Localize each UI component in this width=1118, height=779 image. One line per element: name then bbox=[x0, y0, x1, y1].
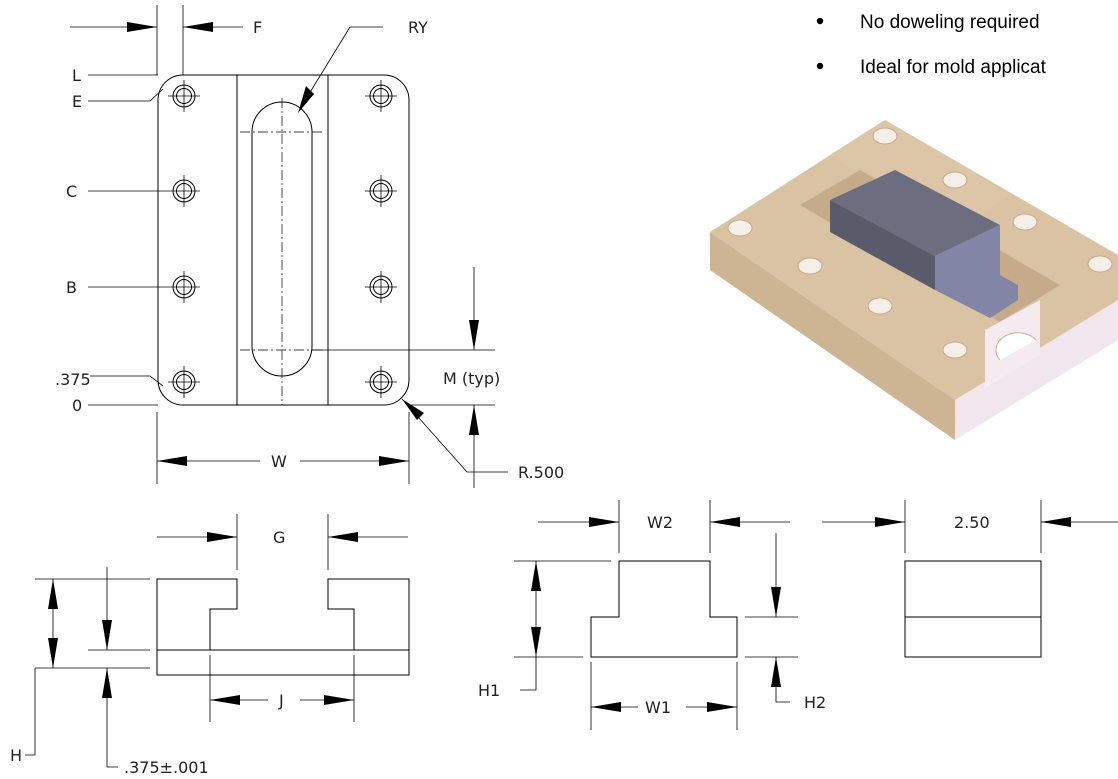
label-W1: W1 bbox=[645, 698, 671, 717]
counterbore-hole bbox=[168, 366, 200, 398]
label-J: J bbox=[278, 691, 284, 710]
bullet-no-doweling: No doweling required bbox=[860, 12, 1040, 33]
feature-bullets: No doweling required Ideal for mold appl… bbox=[816, 12, 1047, 78]
top-view bbox=[157, 74, 410, 406]
dim-M: M (typ) bbox=[312, 267, 500, 488]
counterbore-hole bbox=[365, 175, 397, 207]
label-H2: H2 bbox=[804, 693, 826, 712]
render-hole bbox=[1087, 255, 1113, 273]
dim-H2: H2 bbox=[745, 533, 826, 712]
dim-W2: W2 bbox=[538, 500, 790, 553]
label-B: B bbox=[66, 278, 77, 297]
counterbore-hole bbox=[365, 271, 397, 303]
dim-W: W bbox=[156, 412, 410, 484]
bullet-dot bbox=[816, 62, 824, 70]
isometric-render bbox=[710, 120, 1118, 440]
label-M: M (typ) bbox=[443, 369, 500, 388]
label-F: F bbox=[253, 18, 262, 37]
dim-W1: W1 bbox=[590, 662, 738, 730]
render-hole bbox=[872, 127, 898, 145]
bullet-mold-application: Ideal for mold applicat bbox=[860, 57, 1047, 78]
counterbore-hole bbox=[168, 271, 200, 303]
label-tolerance: .375±.001 bbox=[124, 758, 209, 777]
render-hole bbox=[867, 297, 893, 315]
tkey-left bbox=[830, 200, 935, 290]
label-G: G bbox=[273, 528, 285, 547]
dim-RY: RY bbox=[298, 18, 428, 113]
render-hole bbox=[942, 341, 968, 359]
label-2-50: 2.50 bbox=[954, 513, 990, 532]
label-H: H bbox=[10, 746, 22, 765]
render-hole bbox=[797, 257, 823, 275]
counterbore-hole bbox=[365, 80, 397, 112]
dim-J: J bbox=[209, 655, 355, 722]
dim-H1: H1 bbox=[478, 560, 611, 700]
counterbore-hole bbox=[365, 366, 397, 398]
base-front-face bbox=[955, 300, 1118, 440]
label-C: C bbox=[66, 182, 77, 201]
dim-G: G bbox=[157, 514, 408, 570]
label-R500: R.500 bbox=[518, 463, 564, 482]
mounting-holes bbox=[168, 80, 397, 398]
dim-H: H .375±.001 bbox=[10, 567, 209, 777]
dim-R500: R.500 bbox=[401, 398, 564, 482]
tkey-top bbox=[830, 170, 1000, 256]
label-W2: W2 bbox=[647, 513, 673, 532]
side-view-outline bbox=[904, 560, 1042, 658]
back-rail-top bbox=[830, 120, 1010, 232]
label-H1: H1 bbox=[478, 681, 500, 700]
side-view bbox=[904, 560, 1042, 658]
render-hole bbox=[1012, 213, 1038, 231]
slotted-hole bbox=[251, 101, 313, 377]
base-left-face bbox=[710, 232, 955, 440]
label-L: L bbox=[72, 66, 81, 85]
dim-2-50: 2.50 bbox=[822, 500, 1118, 553]
front-view-outline bbox=[156, 578, 410, 676]
notch-arc bbox=[995, 332, 1037, 361]
render-hole bbox=[942, 171, 968, 189]
dim-F: F bbox=[70, 5, 262, 75]
left-position-labels: L E C B .375 0 bbox=[55, 66, 168, 415]
tkey-front bbox=[935, 225, 1018, 318]
front-view bbox=[156, 578, 410, 676]
t-key-outline bbox=[590, 560, 738, 658]
top-view-outline bbox=[157, 74, 410, 406]
label-O: 0 bbox=[72, 396, 82, 415]
counterbore-hole bbox=[168, 80, 200, 112]
label-E: E bbox=[72, 92, 82, 111]
label-375: .375 bbox=[55, 370, 91, 389]
label-RY: RY bbox=[408, 18, 428, 37]
counterbore-hole bbox=[168, 175, 200, 207]
t-key-view bbox=[590, 560, 738, 658]
bullet-dot bbox=[816, 17, 824, 25]
render-hole bbox=[727, 219, 753, 237]
label-W: W bbox=[271, 452, 287, 471]
